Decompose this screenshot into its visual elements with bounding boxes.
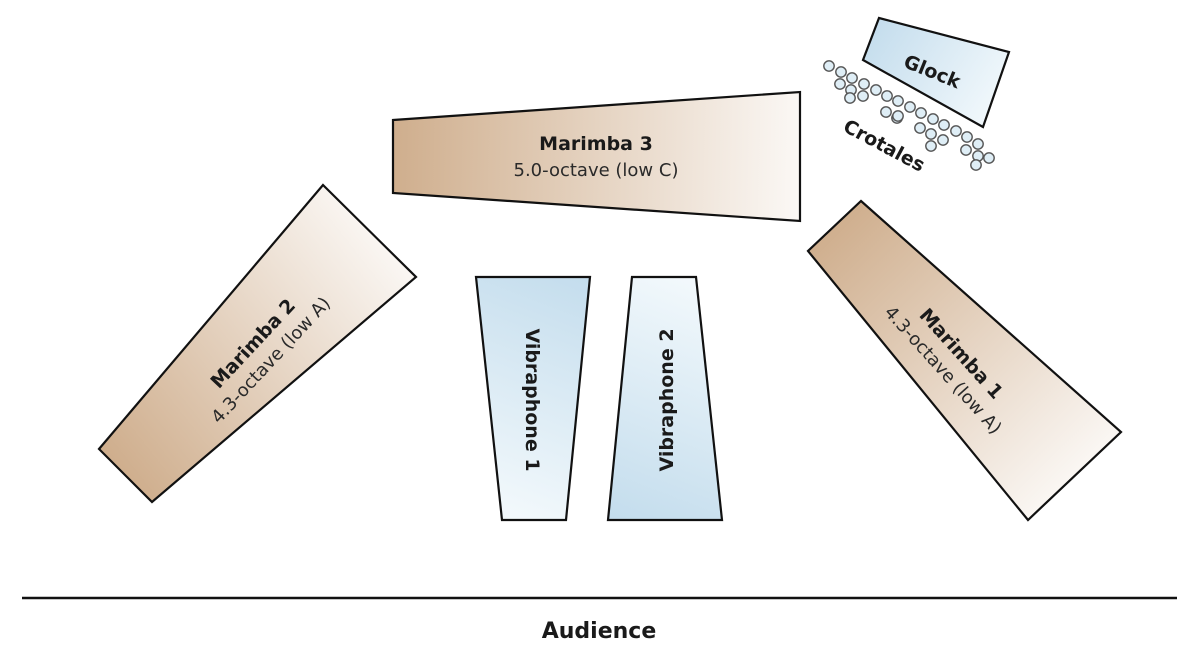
crotale-disc [904, 101, 916, 113]
crotale-disc [950, 125, 962, 137]
crotale-disc [846, 72, 858, 84]
marimba-2-shape [97, 183, 418, 504]
crotale-discs [823, 60, 995, 171]
crotale-disc [835, 66, 847, 78]
crotale-disc [972, 138, 984, 150]
crotale-disc [857, 90, 869, 102]
marimba-3-detail: 5.0-octave (low C) [514, 160, 679, 181]
crotale-disc [834, 78, 846, 90]
crotale-disc [927, 113, 939, 125]
crotale-disc [960, 144, 972, 156]
vibraphone-1: Vibraphone 1 [474, 275, 592, 522]
marimba-3-name: Marimba 3 [539, 133, 653, 155]
crotale-disc [880, 106, 892, 118]
marimba-3: Marimba 3 5.0-octave (low C) [391, 90, 802, 223]
glock: Glock [861, 16, 1011, 129]
crotale-disc [983, 152, 995, 164]
vibraphone-2-name: Vibraphone 2 [656, 328, 678, 471]
crotale-disc [823, 60, 835, 72]
crotale-disc [961, 131, 973, 143]
marimba-2: Marimba 2 4.3-octave (low A) [97, 183, 418, 504]
vibraphone-1-shape [474, 275, 592, 522]
crotale-disc [937, 134, 949, 146]
crotale-disc [925, 128, 937, 140]
crotale-disc [858, 78, 870, 90]
crotale-disc [970, 159, 982, 171]
marimba-1: Marimba 1 4.3-octave (low A) [806, 199, 1123, 522]
crotale-disc [938, 119, 950, 131]
crotale-disc [881, 90, 893, 102]
crotale-disc [844, 92, 856, 104]
crotales-name: Crotales [840, 115, 929, 176]
crotale-disc [892, 95, 904, 107]
audience-label: Audience [542, 619, 657, 644]
crotale-disc [870, 84, 882, 96]
marimba-3-shape [391, 90, 802, 223]
vibraphone-2: Vibraphone 2 [606, 275, 724, 522]
crotale-disc [914, 122, 926, 134]
crotale-disc [892, 110, 904, 122]
crotale-disc [915, 107, 927, 119]
marimba-1-shape [806, 199, 1123, 522]
vibraphone-2-shape [606, 275, 724, 522]
glock-shape [861, 16, 1011, 129]
crotale-disc [925, 140, 937, 152]
vibraphone-1-name: Vibraphone 1 [521, 328, 543, 471]
